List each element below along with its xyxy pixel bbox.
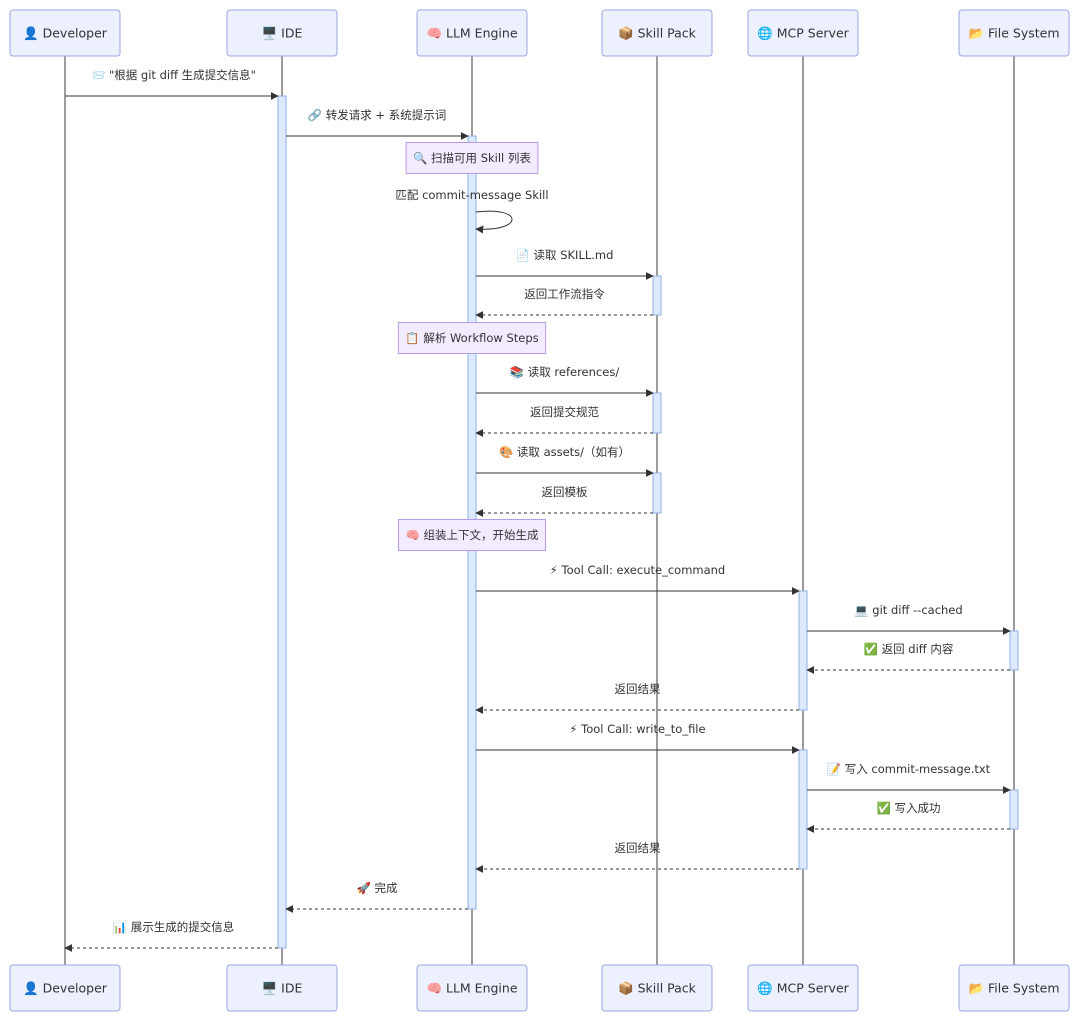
message-mcp-to-llm: 返回结果 [475, 841, 799, 873]
participant-label: 🌐 MCP Server [757, 26, 849, 41]
message-llm-to-mcp: ⚡ Tool Call: execute_command [476, 563, 800, 595]
participant-label: 🌐 MCP Server [757, 981, 849, 996]
message-fs-to-mcp: ✅ 返回 diff 内容 [806, 642, 1010, 674]
participant-box [9, 964, 121, 1012]
participant-label: 📂 File System [968, 26, 1059, 41]
note-box [405, 142, 539, 174]
message-label: 📊 展示生成的提交信息 [113, 920, 234, 934]
participants-bottom: 👤 Developer 🖥️ IDE 🧠 LLM Engine 📦 Skill Pac… [9, 964, 1070, 1012]
message-label: ⚡ Tool Call: write_to_file [569, 722, 705, 736]
participant-box [958, 9, 1070, 57]
participant-box [416, 964, 528, 1012]
activation-bar-mcp [798, 590, 808, 711]
participant-mcp-bottom: 🌐 MCP Server [747, 964, 859, 1012]
participant-label: 👤 Developer [23, 981, 108, 996]
note: 🔍 扫描可用 Skill 列表 [405, 142, 539, 174]
note-label: 🔍 扫描可用 Skill 列表 [413, 150, 531, 165]
participant-llm-top: 🧠 LLM Engine [416, 9, 528, 57]
participant-label: 🖥️ IDE [262, 981, 303, 996]
activation-bar-skill [652, 275, 662, 316]
participant-ide-bottom: 🖥️ IDE [226, 964, 338, 1012]
participants-top: 👤 Developer 🖥️ IDE 🧠 LLM Engine 📦 Skill Pac… [9, 9, 1070, 57]
activation-bar-mcp [798, 749, 808, 870]
message-label: 返回模板 [542, 485, 588, 499]
message-ide-to-llm: 🔗 转发请求 + 系统提示词 [286, 108, 469, 140]
participant-label: 🧠 LLM Engine [426, 26, 517, 41]
message-llm-to-skill: 🎨 读取 assets/（如有） [476, 445, 654, 477]
participant-fs-bottom: 📂 File System [958, 964, 1070, 1012]
message-skill-to-llm: 返回提交规范 [475, 405, 653, 437]
note: 🧠 组装上下文，开始生成 [398, 519, 546, 551]
participant-label: 📦 Skill Pack [618, 26, 697, 41]
participant-label: 📦 Skill Pack [618, 981, 697, 996]
message-skill-to-llm: 返回工作流指令 [475, 287, 653, 319]
message-label: 🔗 转发请求 + 系统提示词 [308, 108, 446, 122]
message-label: 返回结果 [615, 841, 661, 855]
participant-label: 📂 File System [968, 981, 1059, 996]
participant-box [226, 964, 338, 1012]
participant-skill-bottom: 📦 Skill Pack [601, 964, 713, 1012]
message-llm-to-skill: 📄 读取 SKILL.md [476, 248, 654, 280]
participant-box [747, 964, 859, 1012]
message-label: ✅ 写入成功 [877, 801, 941, 815]
note: 📋 解析 Workflow Steps [397, 322, 547, 354]
participant-label: 🧠 LLM Engine [426, 981, 517, 996]
message-mcp-to-llm: 返回结果 [475, 682, 799, 714]
participant-llm-bottom: 🧠 LLM Engine [416, 964, 528, 1012]
message-llm-to-llm: 匹配 commit-message Skill [395, 188, 549, 234]
message-label: 返回结果 [615, 682, 661, 696]
activation-bar-skill [652, 472, 662, 514]
note-label: 📋 解析 Workflow Steps [405, 331, 538, 345]
participant-ide-top: 🖥️ IDE [226, 9, 338, 57]
message-label: 🎨 读取 assets/（如有） [499, 445, 630, 459]
participant-box [416, 9, 528, 57]
participant-dev-top: 👤 Developer [9, 9, 121, 57]
participant-mcp-top: 🌐 MCP Server [747, 9, 859, 57]
message-skill-to-llm: 返回模板 [475, 485, 653, 517]
participant-box [9, 9, 121, 57]
message-label: 🚀 完成 [357, 881, 398, 895]
participant-box [226, 9, 338, 57]
message-dev-to-ide: 📨 "根据 git diff 生成提交信息" [65, 68, 279, 100]
activation-bar-fs [1009, 630, 1019, 671]
activation-bar-fs [1009, 789, 1019, 830]
message-mcp-to-fs: 💻 git diff --cached [807, 603, 1011, 635]
participant-skill-top: 📦 Skill Pack [601, 9, 713, 57]
message-label: ⚡ Tool Call: execute_command [550, 563, 725, 577]
message-label: 📝 写入 commit-message.txt [827, 762, 991, 776]
message-arrow [475, 210, 513, 234]
participant-box [958, 964, 1070, 1012]
participant-dev-bottom: 👤 Developer [9, 964, 121, 1012]
participant-fs-top: 📂 File System [958, 9, 1070, 57]
note-box [398, 519, 546, 551]
message-label: 💻 git diff --cached [854, 603, 962, 617]
message-ide-to-dev: 📊 展示生成的提交信息 [64, 920, 278, 952]
message-label: 匹配 commit-message Skill [395, 188, 548, 202]
message-fs-to-mcp: ✅ 写入成功 [806, 801, 1010, 833]
message-llm-to-skill: 📚 读取 references/ [476, 365, 654, 397]
participant-label: 🖥️ IDE [262, 26, 303, 41]
message-label: 返回工作流指令 [524, 287, 605, 301]
participant-box [601, 9, 713, 57]
message-llm-to-ide: 🚀 完成 [285, 881, 468, 913]
message-label: 📨 "根据 git diff 生成提交信息" [91, 68, 256, 82]
notes: 🔍 扫描可用 Skill 列表 📋 解析 Workflow Steps 🧠 组装上下… [397, 142, 547, 551]
message-mcp-to-fs: 📝 写入 commit-message.txt [807, 762, 1011, 794]
message-label: 返回提交规范 [530, 405, 599, 419]
participant-box [601, 964, 713, 1012]
message-label: ✅ 返回 diff 内容 [864, 642, 954, 656]
activation-bars [277, 95, 1019, 949]
message-llm-to-mcp: ⚡ Tool Call: write_to_file [476, 722, 800, 754]
activation-bar-skill [652, 392, 662, 434]
message-label: 📚 读取 references/ [510, 365, 620, 379]
participant-label: 👤 Developer [23, 26, 108, 41]
activation-bar-ide [277, 95, 287, 949]
note-label: 🧠 组装上下文，开始生成 [406, 528, 539, 542]
participant-box [747, 9, 859, 57]
message-label: 📄 读取 SKILL.md [516, 248, 614, 262]
note-box [397, 322, 547, 354]
